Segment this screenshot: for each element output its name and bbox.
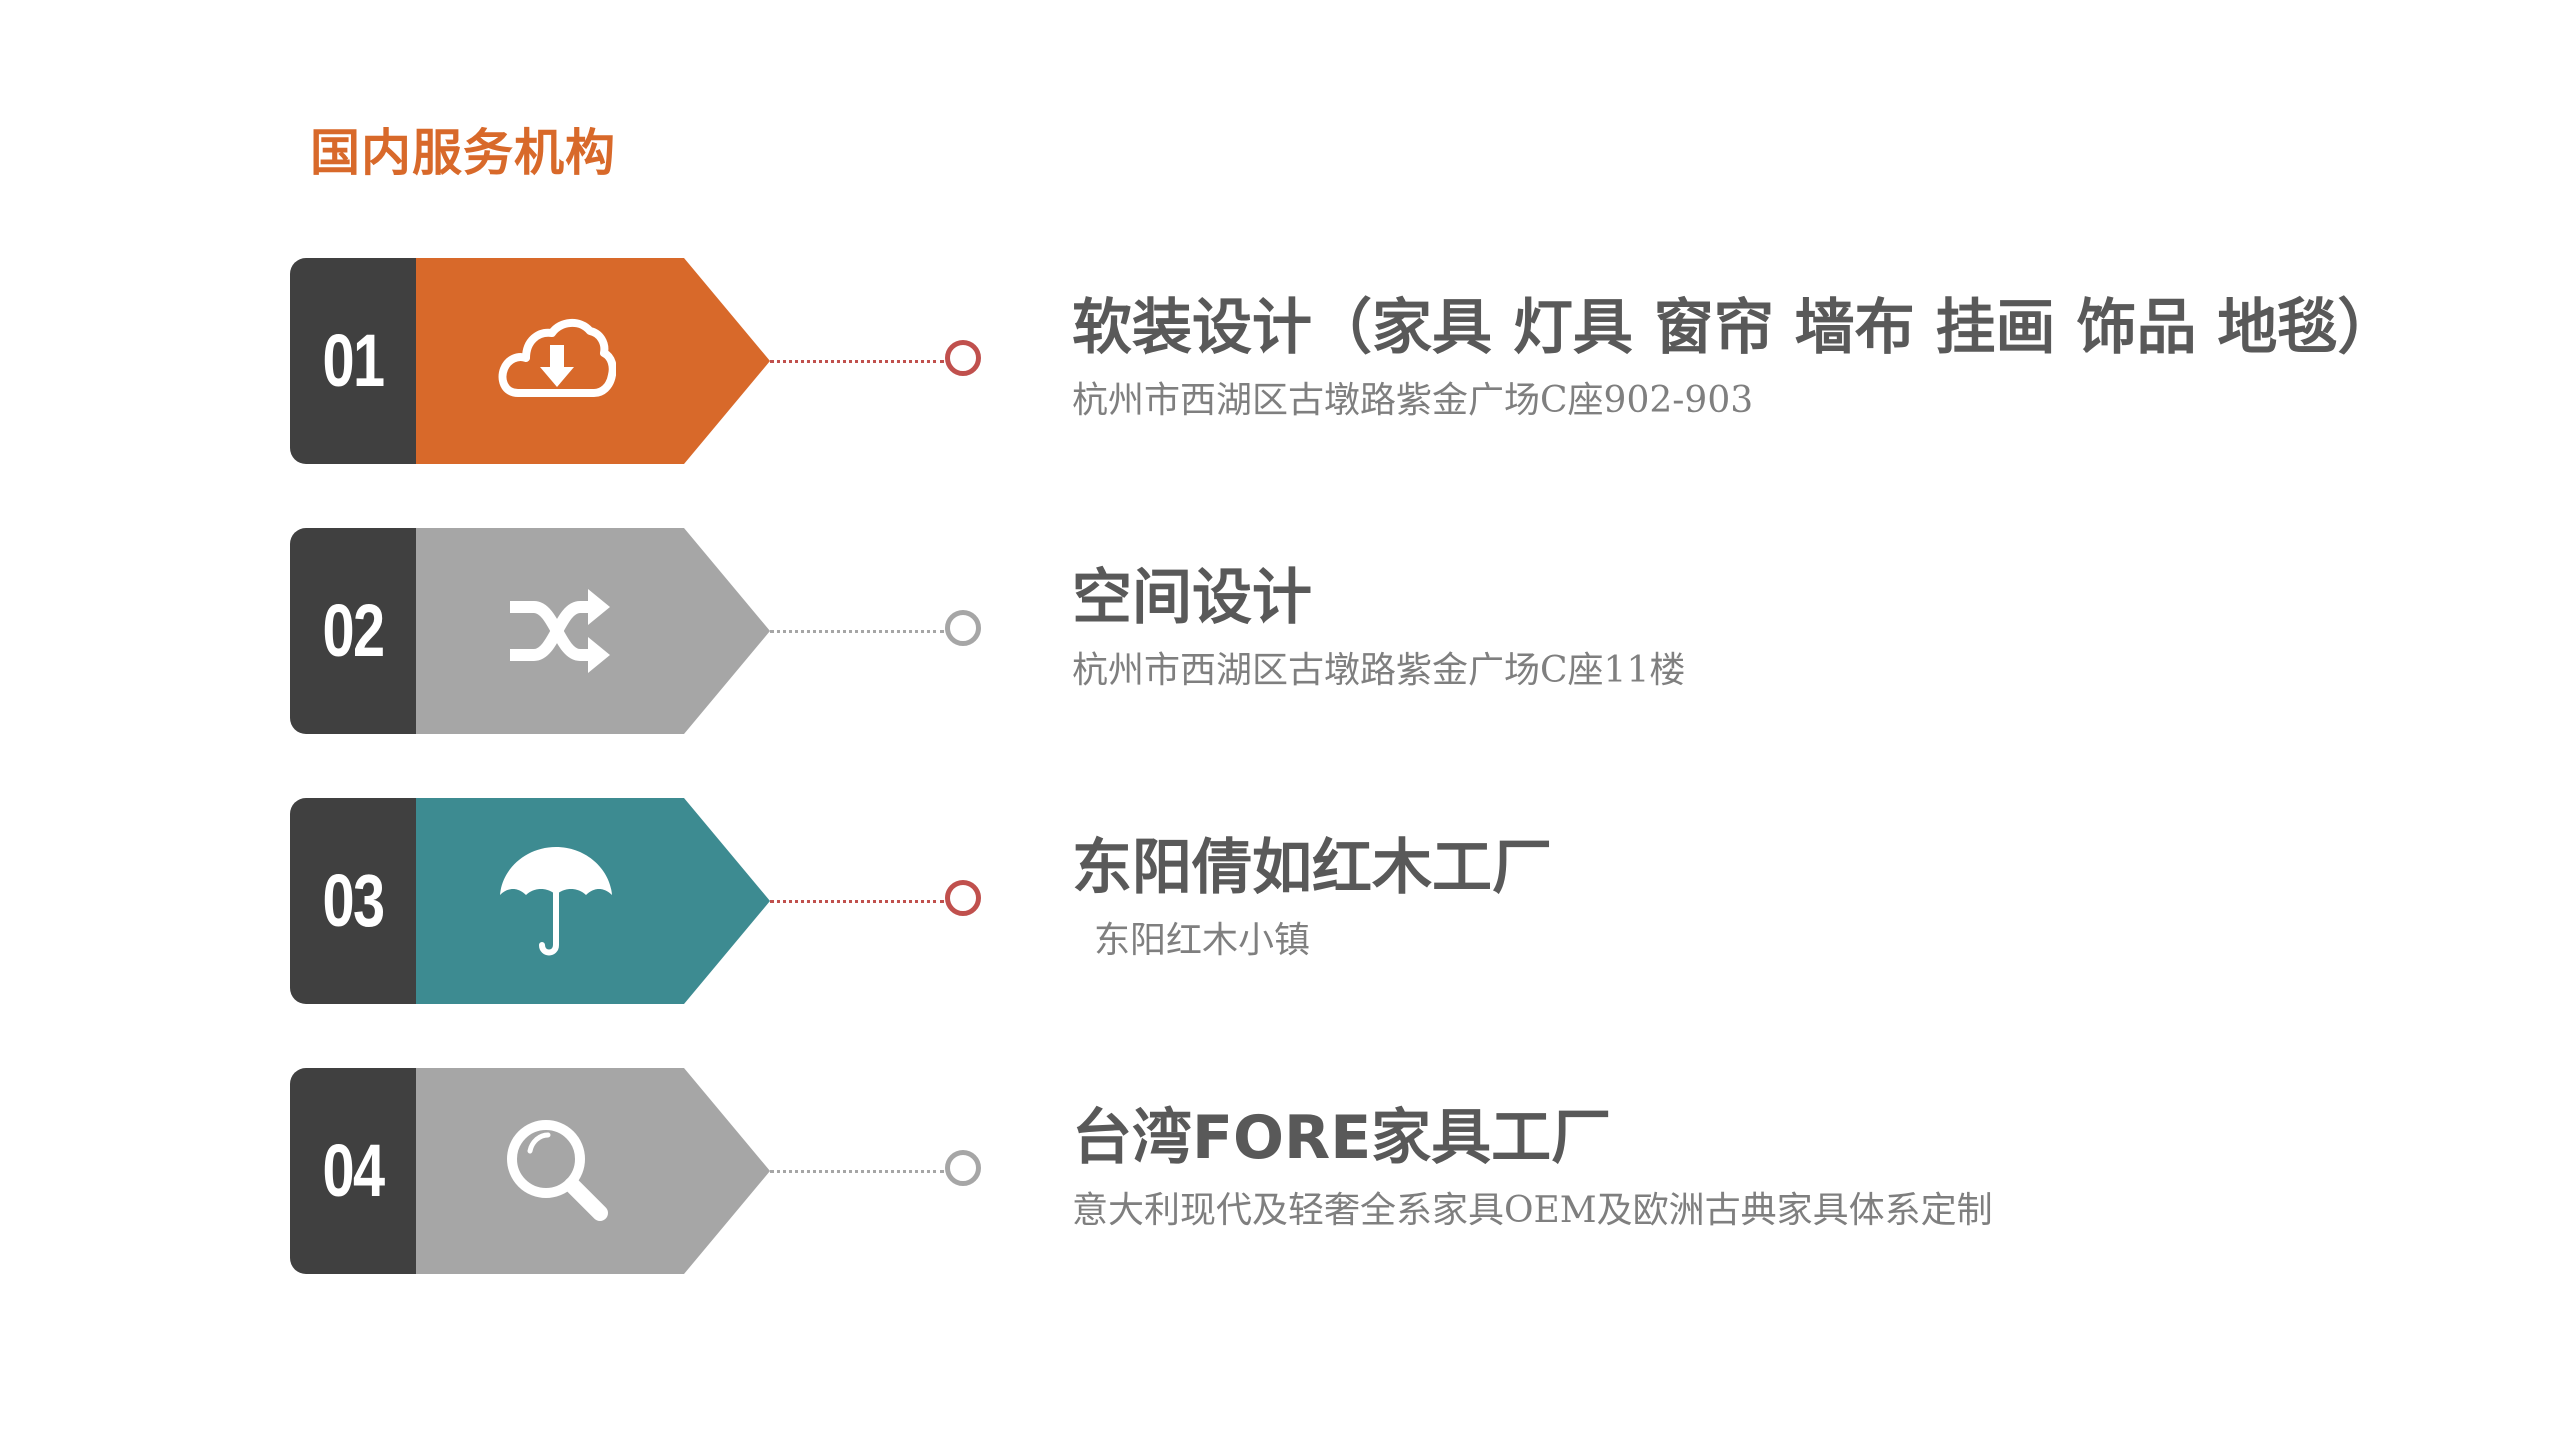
item-subtitle: 东阳红木小镇: [1094, 920, 1311, 961]
item-heading: 台湾FORE家具工厂: [1072, 1103, 1612, 1173]
connector-dot: [945, 1150, 981, 1186]
connector-line: [770, 630, 944, 633]
number-tag: 04: [290, 1068, 770, 1274]
number-tag: 02: [290, 528, 770, 734]
cloud-download-icon: [498, 319, 616, 397]
item-number: 03: [322, 859, 385, 942]
item-heading: 空间设计: [1072, 563, 1312, 633]
number-tag: 03: [290, 798, 770, 1004]
connector-line: [770, 360, 944, 363]
item-number: 01: [322, 319, 385, 402]
page-title: 国内服务机构: [310, 124, 616, 182]
number-block: [290, 528, 416, 734]
connector-dot: [945, 610, 981, 646]
service-item-03: 03 东阳倩如红木工厂 东阳红木小镇: [0, 798, 2560, 1008]
item-heading: 软装设计（家具 灯具 窗帘 墙布 挂画 饰品 地毯）: [1072, 293, 2398, 363]
connector-line: [770, 900, 944, 903]
service-item-04: 04 台湾FORE家具工厂 意大利现代及轻奢全系家具OEM及欧洲古典家具体系定制: [0, 1068, 2560, 1278]
arrow-banner: [416, 258, 770, 464]
connector-dot: [945, 340, 981, 376]
shuffle-icon: [510, 589, 610, 673]
service-item-02: 02 空间设计 杭州市西湖区古墩路紫金广场C座11楼: [0, 528, 2560, 738]
search-icon: [507, 1120, 608, 1221]
item-heading: 东阳倩如红木工厂: [1072, 833, 1552, 903]
item-subtitle: 意大利现代及轻奢全系家具OEM及欧洲古典家具体系定制: [1072, 1190, 1993, 1231]
arrow-banner: [416, 798, 770, 1004]
arrow-banner: [416, 528, 770, 734]
number-block: [290, 798, 416, 1004]
connector-line: [770, 1170, 944, 1173]
number-block: [290, 258, 416, 464]
service-item-01: 01 软装设计（家具 灯具 窗帘 墙布 挂画 饰品 地毯） 杭州市西湖区古墩路紫…: [0, 258, 2560, 468]
number-tag: 01: [290, 258, 770, 464]
item-number: 04: [322, 1129, 385, 1212]
umbrella-icon: [500, 847, 612, 956]
item-number: 02: [322, 589, 385, 672]
item-subtitle: 杭州市西湖区古墩路紫金广场C座11楼: [1072, 650, 1686, 691]
item-subtitle: 杭州市西湖区古墩路紫金广场C座902-903: [1072, 380, 1754, 421]
connector-dot: [945, 880, 981, 916]
arrow-banner: [416, 1068, 770, 1274]
number-block: [290, 1068, 416, 1274]
